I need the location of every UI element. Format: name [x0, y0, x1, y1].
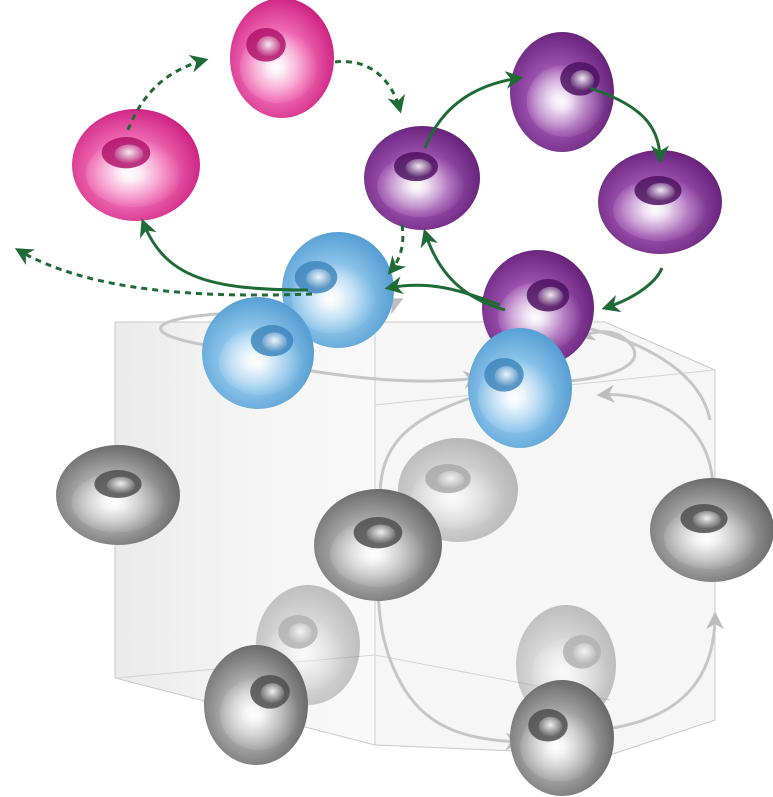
rings-layer: [56, 0, 773, 796]
green-arrow-dashed-left: [14, 248, 313, 297]
blue-ring-3: [468, 328, 572, 448]
green-arrow-purple-up: [423, 71, 524, 149]
gray-ring-6: [650, 478, 773, 582]
gray-ring-5: [314, 489, 442, 601]
green-arrow-purple-down: [589, 86, 669, 164]
green-arrow-purple-to-bottom: [601, 267, 664, 313]
gray-arrow-down-mid: [370, 393, 481, 509]
purple-ring-2: [510, 32, 614, 152]
green-arrow-purple-to-blue: [384, 276, 501, 307]
gray-ring-7: [204, 645, 308, 765]
gray-arrow-right-loop: [574, 323, 712, 421]
green-arrow-dashed-pink-right: [334, 60, 405, 114]
box-right: [114, 321, 716, 756]
purple-ring-3: [598, 150, 722, 254]
blue-ring-2: [202, 297, 314, 409]
green-arrow-dashed-pink-up: [126, 55, 209, 131]
green-arrow-blue-to-pink: [139, 218, 309, 292]
purple-ring-1: [364, 126, 480, 230]
green-arrows: [14, 55, 669, 313]
pink-ring-1: [72, 109, 200, 221]
gray-ring-4: [56, 445, 180, 545]
pink-ring-2: [230, 0, 334, 118]
green-arrow-purple-to-purple: [420, 228, 506, 312]
gray-arrow-up-right: [596, 384, 715, 501]
blue-ring-1: [282, 232, 394, 348]
green-arrow-dashed-purple-down: [387, 224, 407, 275]
gray-ring-8: [510, 680, 614, 796]
gray-arrow-bottom-right: [599, 611, 724, 732]
gray-ring-1: [398, 438, 518, 542]
